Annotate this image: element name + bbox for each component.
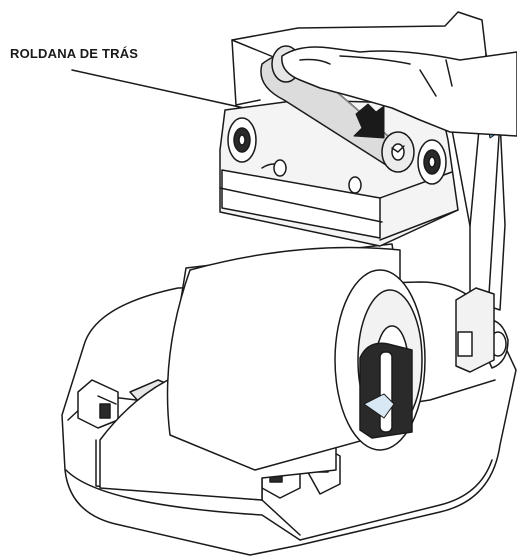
- arrow-icon: [353, 103, 385, 139]
- ribbon-gear-left: [227, 117, 257, 163]
- hand-icon: [281, 46, 517, 137]
- ribbon-gear-right: [417, 139, 447, 185]
- callout-label: ROLDANA DE TRÁS: [10, 46, 139, 61]
- cover-hinge-post: [455, 287, 495, 373]
- callout-leader-line: [71, 69, 263, 113]
- media-hanger: [359, 342, 413, 439]
